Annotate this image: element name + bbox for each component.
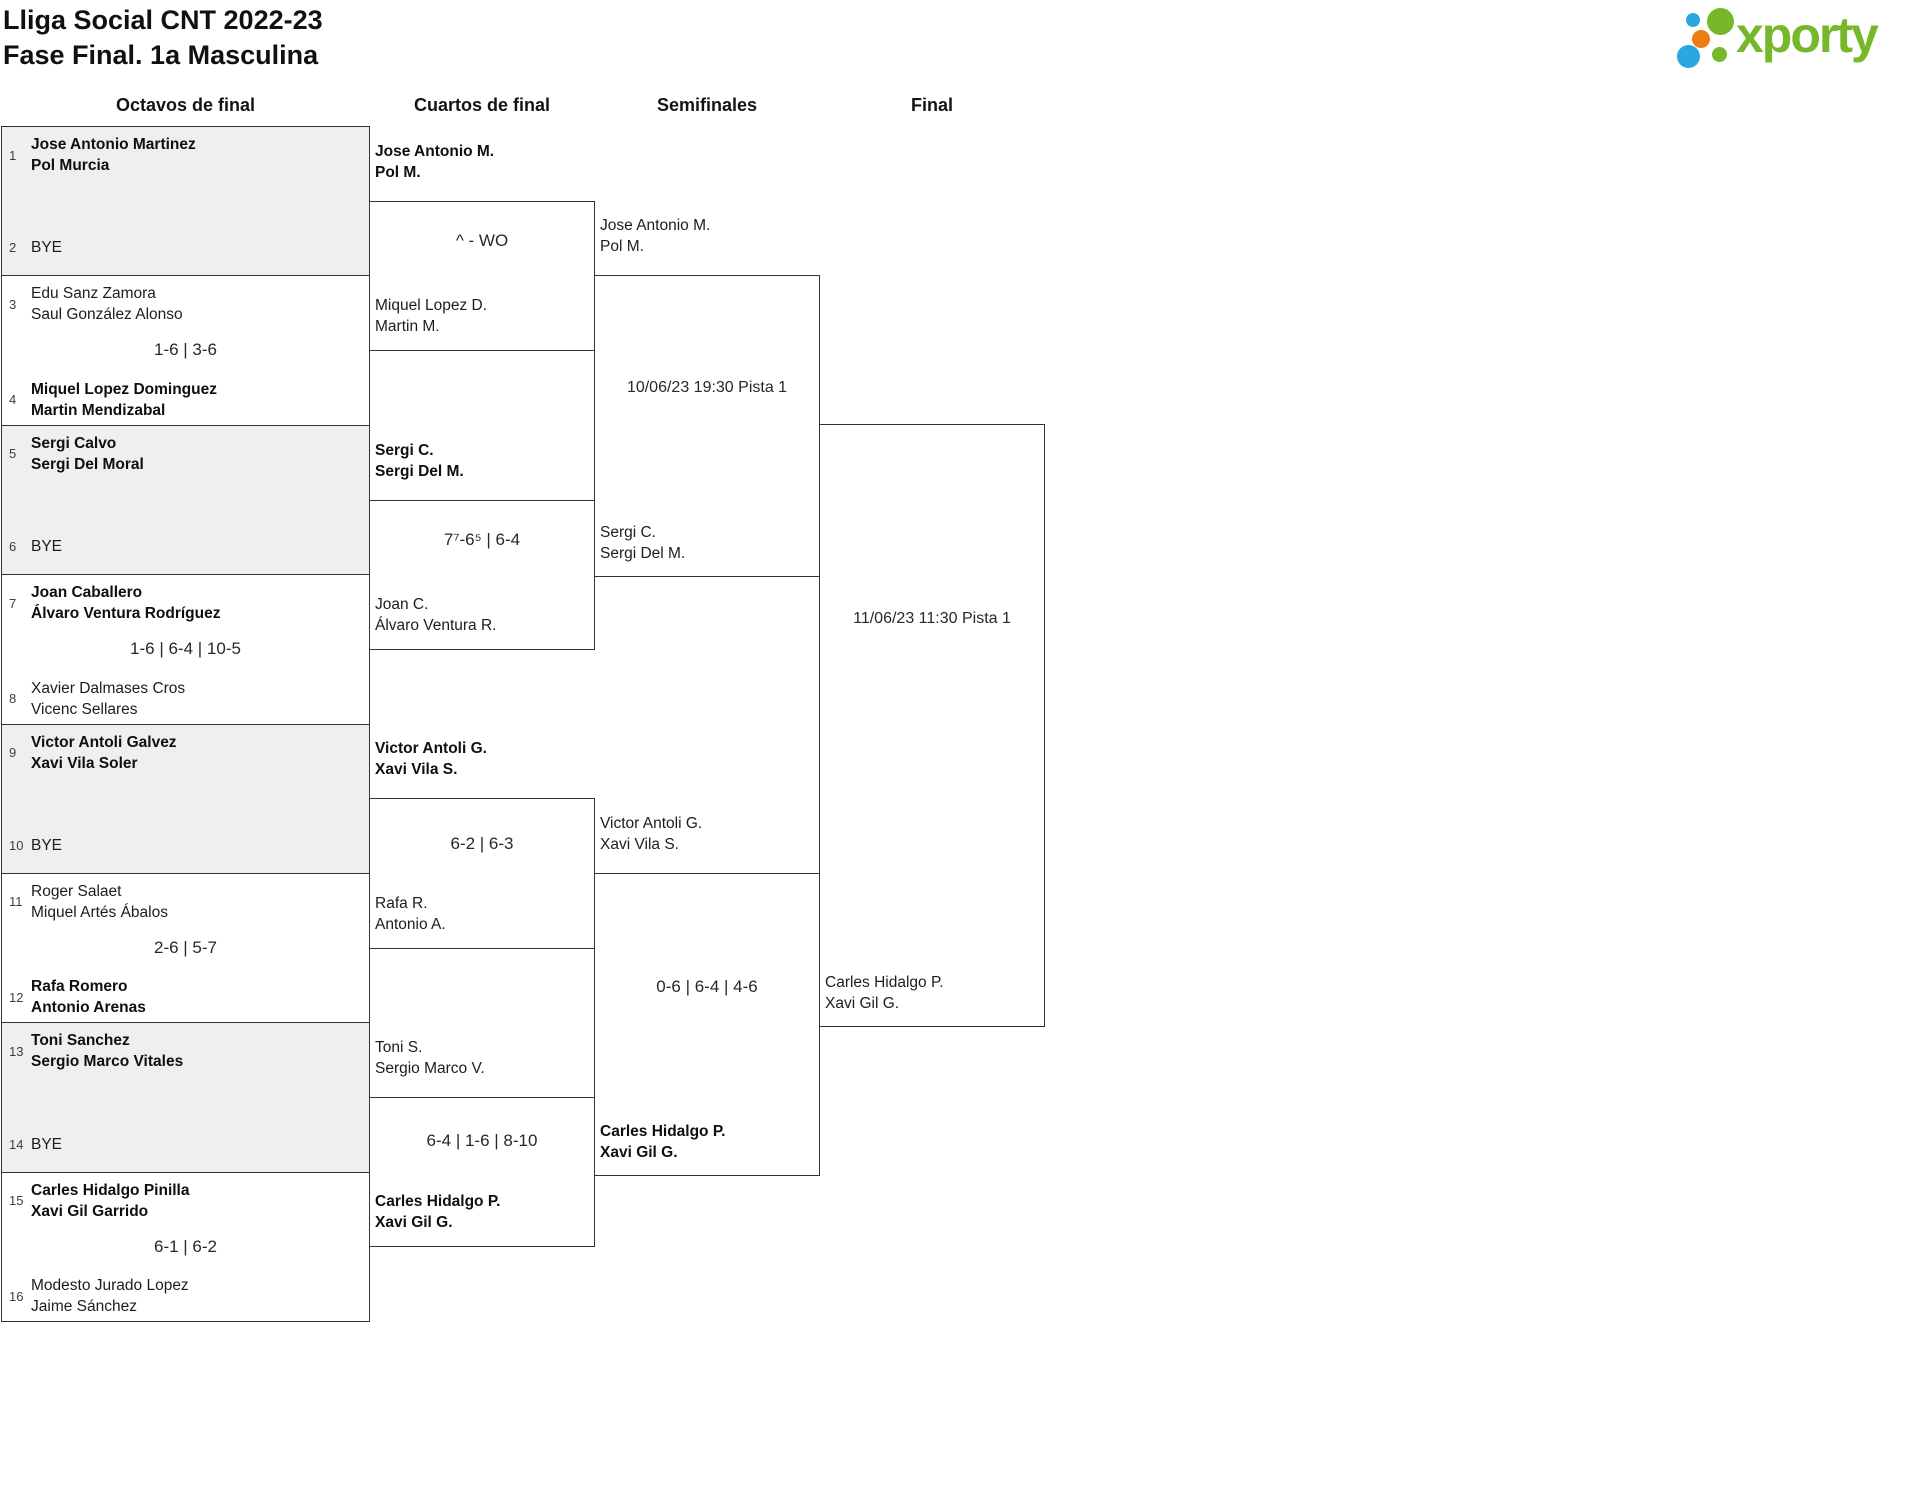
team-row: 10 BYE	[2, 835, 369, 856]
team-name: BYE	[31, 1135, 63, 1153]
seed-number: 14	[9, 1136, 24, 1152]
match-score: 7⁷-6⁵ | 6-4	[443, 530, 521, 549]
team-name: BYE	[31, 836, 63, 854]
match-score: 0-6 | 6-4 | 4-6	[656, 977, 758, 996]
logo-wordmark: xporty	[1736, 7, 1879, 63]
team-name: Rafa R.Antonio A.	[375, 895, 446, 933]
team-row: 6 BYE	[2, 536, 369, 557]
round-header-semifinales: Semifinales	[656, 95, 758, 115]
match-score: ^ - WO	[455, 231, 509, 250]
seed-number: 1	[9, 147, 17, 163]
seed-number: 12	[9, 989, 24, 1005]
round-header-final: Final	[910, 95, 953, 115]
match-final-box	[819, 424, 1045, 1027]
round-header-cuartos: Cuartos de final	[413, 95, 551, 115]
logo-dot-green-small	[1712, 47, 1727, 62]
team-name: BYE	[31, 239, 63, 257]
seed-number: 13	[9, 1043, 24, 1059]
logo-dot-orange	[1692, 30, 1710, 48]
seed-number: 2	[9, 240, 17, 256]
seed-number: 7	[9, 595, 17, 611]
team-name: Miquel Lopez D.Martin M.	[375, 297, 488, 335]
seed-number: 15	[9, 1193, 24, 1209]
match-score: 6-1 | 6-2	[153, 1236, 217, 1256]
seed-number: 5	[9, 446, 17, 462]
team-name: BYE	[31, 538, 63, 556]
match-score: 6-4 | 1-6 | 8-10	[426, 1131, 538, 1150]
page-title: Lliga Social CNT 2022-23 Fase Final. 1a …	[3, 3, 323, 73]
team-name: Carles Hidalgo P.Xavi Gil G.	[825, 974, 944, 1012]
match-schedule: 10/06/23 19:30 Pista 1	[626, 379, 788, 396]
tournament-name: Lliga Social CNT 2022-23	[3, 5, 323, 35]
team-name: Joan C.Álvaro Ventura R.	[375, 596, 497, 634]
seed-number: 4	[9, 392, 17, 408]
team-name: Jose Antonio M.Pol M.	[375, 143, 495, 181]
match-score: 2-6 | 5-7	[153, 937, 217, 957]
round-header-octavos: Octavos de final	[115, 95, 256, 115]
phase-name: Fase Final. 1a Masculina	[3, 40, 319, 70]
team-name: Jose Antonio M.Pol M.	[600, 217, 711, 255]
team-row: 2 BYE	[2, 237, 369, 258]
logo-dot-blue-small	[1686, 13, 1700, 27]
team-name: Victor Antoli G.Xavi Vila S.	[375, 740, 487, 778]
team-name: Carles Hidalgo P.Xavi Gil G.	[600, 1123, 726, 1161]
team-row: 14 BYE	[2, 1134, 369, 1155]
logo-dot-green-large	[1707, 8, 1734, 35]
logo-dot-blue-large	[1677, 45, 1700, 68]
team-name: Sergi C.Sergi Del M.	[375, 442, 464, 480]
match-score: 6-2 | 6-3	[450, 834, 514, 853]
seed-number: 11	[9, 894, 23, 910]
xporty-logo: xporty	[1670, 0, 1920, 75]
match-schedule: 11/06/23 11:30 Pista 1	[853, 610, 1011, 627]
seed-number: 8	[9, 691, 17, 706]
seed-number: 10	[9, 837, 24, 853]
team-name: Sergi C.Sergi Del M.	[600, 524, 686, 562]
team-name: Toni S.Sergio Marco V.	[375, 1039, 485, 1077]
match-score: 1-6 | 6-4 | 10-5	[130, 639, 241, 659]
seed-number: 6	[9, 539, 17, 555]
seed-number: 16	[9, 1288, 24, 1304]
seed-number: 3	[9, 296, 17, 312]
seed-number: 9	[9, 745, 17, 760]
match-score: 1-6 | 3-6	[153, 340, 217, 360]
team-name: Carles Hidalgo P.Xavi Gil G.	[375, 1193, 501, 1231]
team-name: Victor Antoli G.Xavi Vila S.	[600, 815, 703, 853]
